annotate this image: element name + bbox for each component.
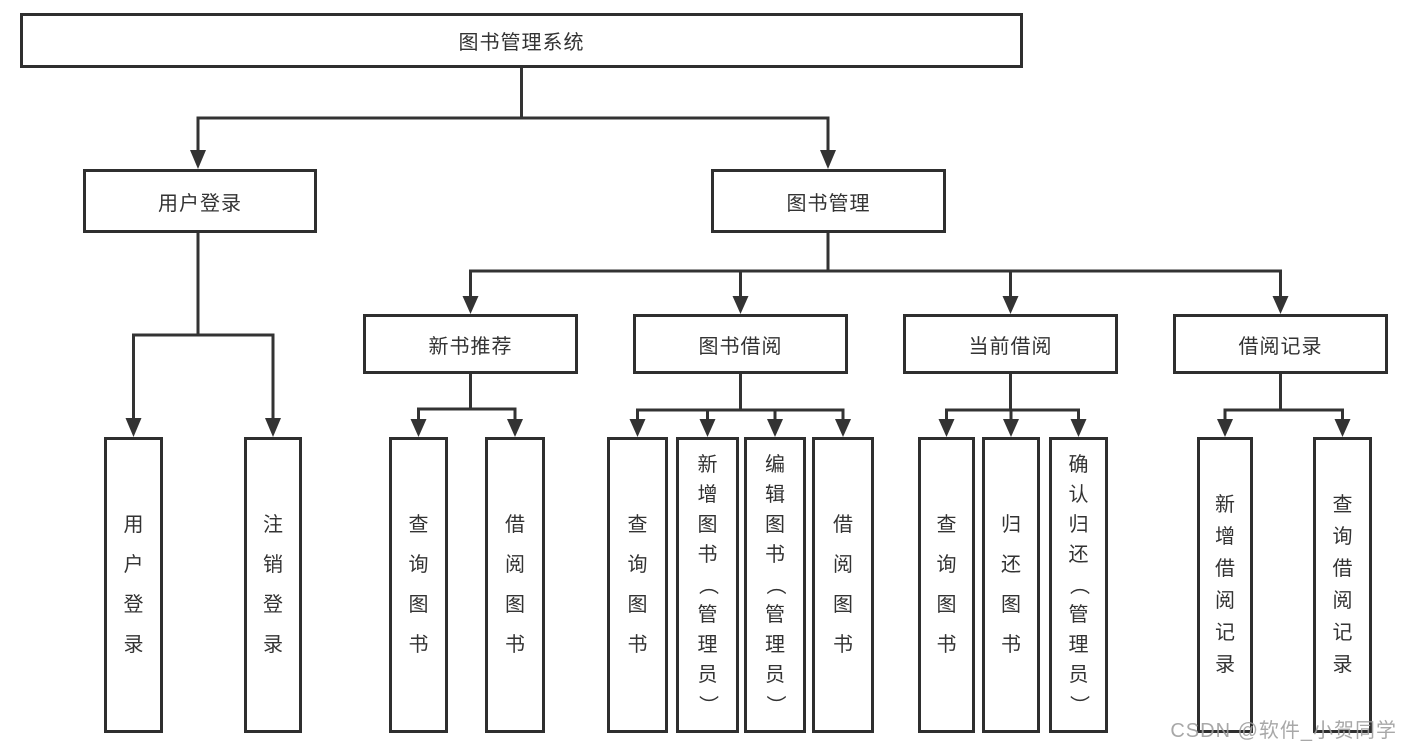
leaf-borrow-books: 借阅图书: [812, 437, 874, 733]
root-node-library-system: 图书管理系统: [20, 13, 1023, 68]
leaf-confirm-return-admin: 确认归还（管理员）: [1049, 437, 1108, 733]
node-user-login: 用户登录: [83, 169, 317, 233]
leaf-borrow-books-recommend: 借阅图书: [485, 437, 545, 733]
leaf-query-books: 查询图书: [607, 437, 668, 733]
node-borrowing-records: 借阅记录: [1173, 314, 1388, 374]
node-book-borrowing: 图书借阅: [633, 314, 848, 374]
leaf-query-books-recommend: 查询图书: [389, 437, 448, 733]
leaf-add-books-admin: 新增图书（管理员）: [676, 437, 739, 733]
node-current-borrowing: 当前借阅: [903, 314, 1118, 374]
node-book-management: 图书管理: [711, 169, 946, 233]
leaf-edit-books-admin: 编辑图书（管理员）: [744, 437, 806, 733]
leaf-query-books-current: 查询图书: [918, 437, 975, 733]
leaf-return-books: 归还图书: [982, 437, 1040, 733]
leaf-logout: 注销登录: [244, 437, 302, 733]
leaf-add-borrow-record: 新增借阅记录: [1197, 437, 1253, 733]
leaf-user-login: 用户登录: [104, 437, 163, 733]
leaf-query-borrow-record: 查询借阅记录: [1313, 437, 1372, 733]
node-new-book-recommend: 新书推荐: [363, 314, 578, 374]
csdn-watermark: CSDN @软件_小贺同学: [1170, 720, 1397, 742]
